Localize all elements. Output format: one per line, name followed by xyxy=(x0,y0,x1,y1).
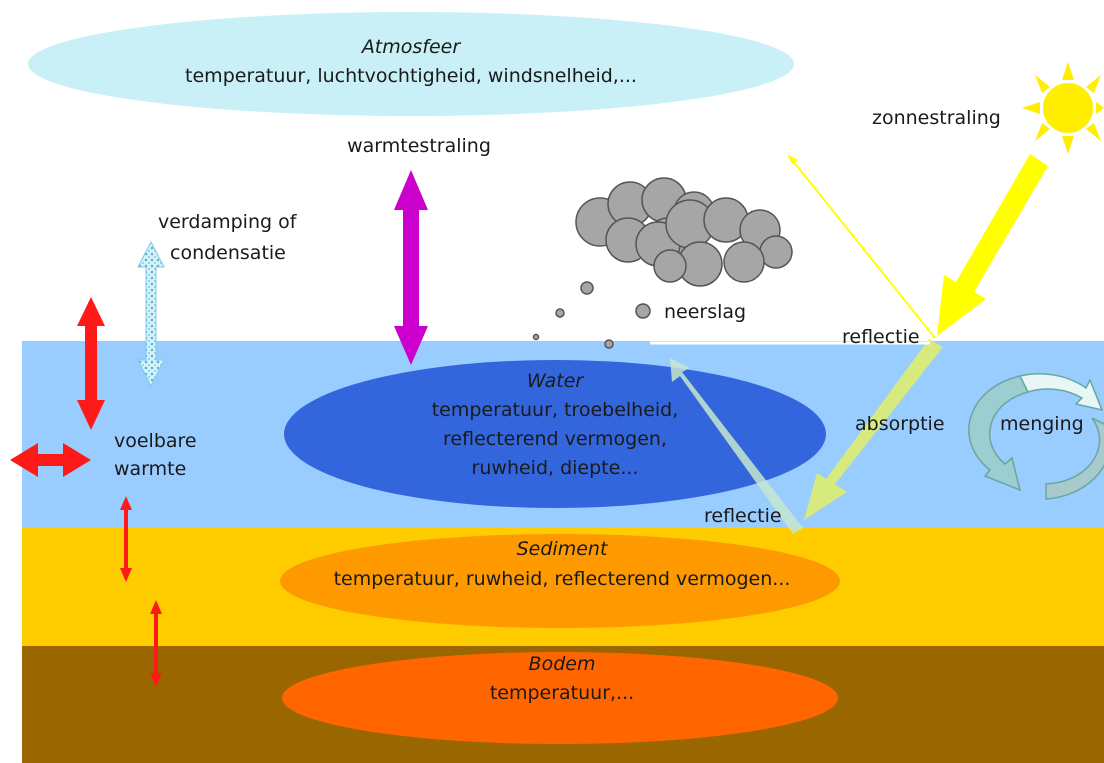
bodem-properties: temperatuur,... xyxy=(490,682,634,704)
reflectie-bottom-label: reflectie xyxy=(704,505,782,527)
absorbed-sunlight-arrow xyxy=(804,339,943,520)
evaporation-arrow xyxy=(137,240,165,388)
precipitation-drops xyxy=(532,281,651,349)
voelbare-label-line-2: warmte xyxy=(114,458,186,480)
warmtestraling-label: warmtestraling xyxy=(347,135,491,157)
atmosphere-title: Atmosfeer xyxy=(360,36,462,58)
verdamping-label-line-2: condensatie xyxy=(170,242,286,264)
zonnestraling-label: zonnestraling xyxy=(872,107,1001,129)
heat-arrow-horizontal xyxy=(10,443,91,477)
atmosphere-properties: temperatuur, luchtvochtigheid, windsnelh… xyxy=(185,65,637,87)
bodem-title: Bodem xyxy=(529,653,596,675)
voelbare-label-line-1: voelbare xyxy=(114,430,197,452)
reflected-sunlight-arrowhead xyxy=(787,154,798,164)
sediment-title: Sediment xyxy=(517,538,609,560)
sunlight-arrow xyxy=(937,154,1048,336)
absorptie-label: absorptie xyxy=(855,413,945,435)
reflectie-surface-label: reflectie xyxy=(842,326,920,348)
water-title: Water xyxy=(527,370,585,392)
menging-label: menging xyxy=(1000,413,1084,435)
bodem-ellipse xyxy=(282,652,838,744)
cloud-icon xyxy=(575,177,793,287)
bottom-reflection-arrow xyxy=(670,358,803,534)
water-ellipse xyxy=(284,360,826,508)
mixing-cycle-icon xyxy=(968,373,1104,500)
sediment-ellipse xyxy=(280,534,840,628)
heat-arrow-vertical-large xyxy=(77,297,105,430)
sun-icon xyxy=(1022,62,1104,154)
reflected-sunlight-line xyxy=(792,160,936,339)
heat-arrow-vertical-small-2 xyxy=(150,600,162,687)
warmtestraling-arrow xyxy=(394,170,428,365)
verdamping-label-line-1: verdamping of xyxy=(158,211,298,233)
water-properties-line-2: reflecterend vermogen, xyxy=(443,428,667,450)
neerslag-label: neerslag xyxy=(664,301,746,323)
heat-arrow-vertical-small-1 xyxy=(120,496,132,582)
water-properties-line-1: temperatuur, troebelheid, xyxy=(432,399,679,421)
atmosphere-ellipse xyxy=(28,12,794,116)
sediment-properties: temperatuur, ruwheid, reflecterend vermo… xyxy=(334,568,791,590)
water-properties-line-3: ruwheid, diepte... xyxy=(472,457,639,479)
